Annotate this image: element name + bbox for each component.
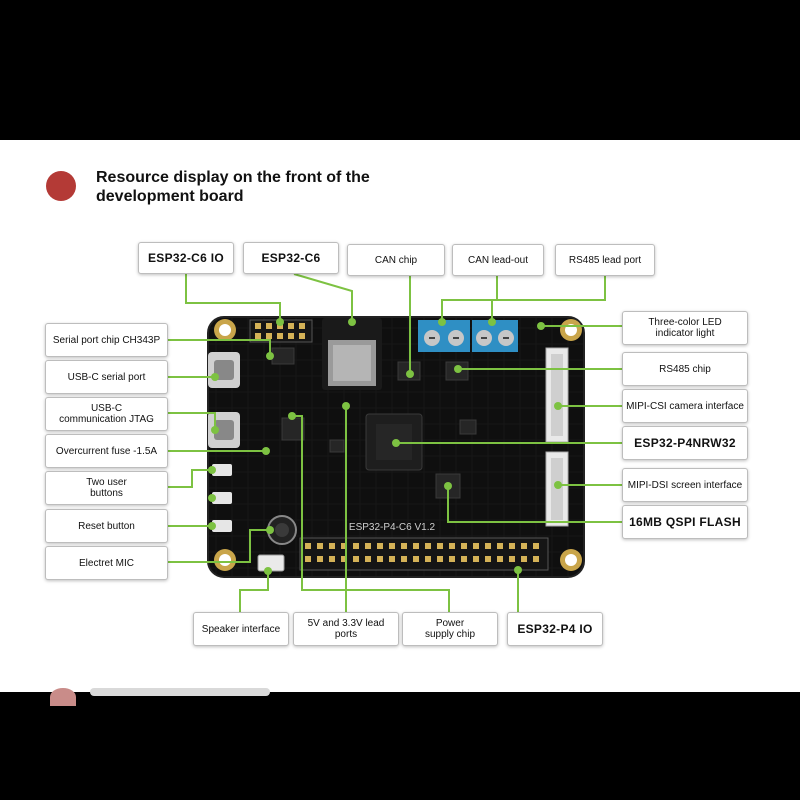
label-esp32-c6-io: ESP32-C6 IO — [138, 242, 234, 274]
top-letterbox — [0, 0, 800, 140]
header-pin — [377, 543, 383, 549]
label-speaker: Speaker interface — [193, 612, 289, 646]
label-reset-button: Reset button — [45, 509, 168, 543]
board-silkscreen: ESP32-P4-C6 V1.2 — [349, 522, 436, 533]
label-mipi-dsi: MIPI-DSI screen interface — [622, 468, 748, 502]
electret-mic-icon — [267, 515, 297, 545]
header-pin — [473, 543, 479, 549]
label-usbc-jtag: USB-C communication JTAG — [45, 397, 168, 431]
header-pin — [305, 556, 311, 562]
header-pin — [461, 543, 467, 549]
header-pin — [485, 556, 491, 562]
header-pin — [425, 556, 431, 562]
header-pin — [509, 556, 515, 562]
header-pin — [353, 556, 359, 562]
header-pin — [437, 556, 443, 562]
esp32-c6-module — [322, 318, 382, 390]
header-pin — [413, 543, 419, 549]
label-serial-chip: Serial port chip CH343P — [45, 323, 168, 357]
label-user-buttons: Two user buttons — [45, 471, 168, 505]
header-pin — [473, 556, 479, 562]
p4-io-header — [299, 537, 549, 571]
label-esp32-p4: ESP32-P4NRW32 — [622, 426, 748, 460]
next-section-title-placeholder — [90, 688, 270, 696]
header-pin — [425, 543, 431, 549]
bottom-letterbox — [0, 692, 800, 800]
label-fuse: Overcurrent fuse -1.5A — [45, 434, 168, 468]
label-power-ports: 5V and 3.3V lead ports — [293, 612, 399, 646]
header-pin — [341, 556, 347, 562]
header-pin — [305, 543, 311, 549]
header-pin — [365, 556, 371, 562]
c6-io-header — [249, 319, 313, 343]
label-rs485-chip: RS485 chip — [622, 352, 748, 386]
header-pin — [365, 543, 371, 549]
header-pin — [461, 556, 467, 562]
header-pin — [521, 556, 527, 562]
fpc-connectors — [545, 347, 569, 527]
label-can-chip: CAN chip — [347, 244, 445, 276]
next-section-bullet-icon — [50, 688, 76, 706]
can-terminal-block — [418, 320, 470, 352]
label-power-chip: Power supply chip — [402, 612, 498, 646]
header-pin — [401, 543, 407, 549]
header-pin — [317, 543, 323, 549]
header-pin — [449, 556, 455, 562]
header-pin — [413, 556, 419, 562]
label-qspi-flash: 16MB QSPI FLASH — [622, 505, 748, 539]
header-pin — [497, 543, 503, 549]
speaker-connector — [257, 554, 285, 572]
header-pin — [389, 556, 395, 562]
header-pin — [449, 543, 455, 549]
header-pin — [437, 543, 443, 549]
header-pin — [317, 556, 323, 562]
header-pin — [533, 543, 539, 549]
header-pin — [329, 556, 335, 562]
header-pin — [533, 556, 539, 562]
label-three-color-led: Three-color LED indicator light — [622, 311, 748, 345]
label-mipi-csi: MIPI-CSI camera interface — [622, 389, 748, 423]
header-pin — [521, 543, 527, 549]
esp32-p4-chip — [365, 413, 423, 471]
rs485-terminal-block — [472, 320, 518, 352]
label-rs485-lead-port: RS485 lead port — [555, 244, 655, 276]
label-electret-mic: Electret MIC — [45, 546, 168, 580]
board-buttons — [212, 464, 232, 532]
header-pin — [353, 543, 359, 549]
label-esp32-p4-io: ESP32-P4 IO — [507, 612, 603, 646]
header-pin — [389, 543, 395, 549]
section-title: Resource display on the front of the dev… — [96, 169, 370, 205]
label-can-lead-out: CAN lead-out — [452, 244, 544, 276]
header-pin — [485, 543, 491, 549]
header-pin — [341, 543, 347, 549]
label-usbc-serial: USB-C serial port — [45, 360, 168, 394]
header-pin — [509, 543, 515, 549]
header-pin — [329, 543, 335, 549]
header-pin — [377, 556, 383, 562]
section-bullet-icon — [46, 171, 76, 201]
header-pin — [497, 556, 503, 562]
label-esp32-c6: ESP32-C6 — [243, 242, 339, 274]
header-pin — [401, 556, 407, 562]
